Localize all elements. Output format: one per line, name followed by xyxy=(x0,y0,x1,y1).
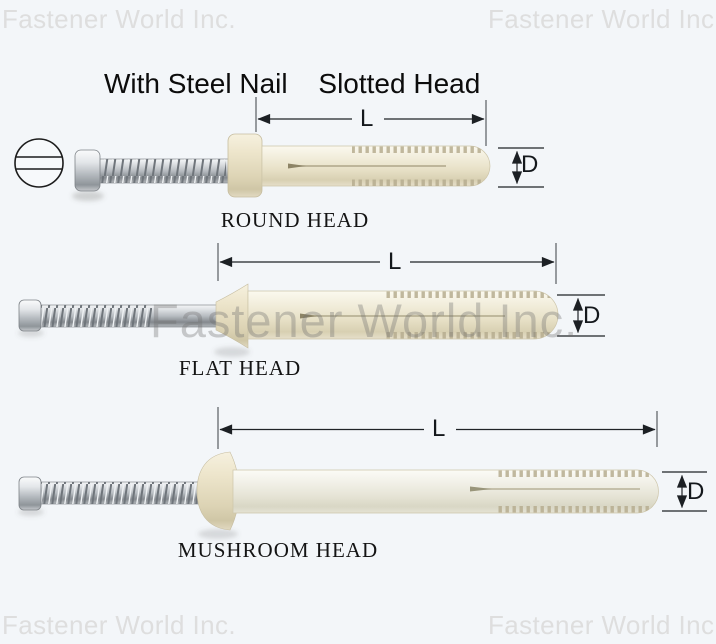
anchor-countersunk-head xyxy=(215,283,249,349)
watermark-top-left: Fastener World Inc. xyxy=(2,4,236,34)
steel-nail-mushroom-head xyxy=(18,476,236,516)
expansion-slot-notch xyxy=(288,163,306,169)
length-label-mushroom-head: L xyxy=(432,415,446,442)
slotted-head-front-view-icon xyxy=(14,138,64,188)
nail-thread xyxy=(41,482,205,504)
steel-nail-flat-head xyxy=(18,299,253,337)
length-label-flat-head: L xyxy=(388,248,402,275)
round-head-fastener-drawing xyxy=(14,97,544,201)
head-outline xyxy=(14,138,64,188)
rib-texture xyxy=(386,291,556,339)
expansion-slot-notch xyxy=(300,313,318,319)
title-slotted-head: Slotted Head xyxy=(318,68,481,99)
expansion-slot-notch xyxy=(470,486,492,492)
nail-head xyxy=(18,476,42,511)
diagram-title: With Steel Nail Slotted Head xyxy=(104,68,480,100)
diameter-label-round-head: D xyxy=(521,151,539,178)
rib-texture xyxy=(497,470,659,513)
plastic-anchor-round-head xyxy=(227,133,491,198)
shadow xyxy=(72,191,104,201)
nail-head xyxy=(74,149,101,192)
mushroom-head-fastener-drawing xyxy=(18,407,707,539)
title-with-steel-nail: With Steel Nail xyxy=(104,68,288,99)
diameter-label-mushroom-head: D xyxy=(687,478,705,505)
plastic-anchor-mushroom-head xyxy=(196,451,659,539)
length-dimension-mushroom-head xyxy=(217,407,658,449)
length-label-round-head: L xyxy=(360,105,374,132)
watermark-top-right: Fastener World Inc. xyxy=(488,4,716,34)
nail-thread xyxy=(41,305,152,327)
part-label-flat-head: FLAT HEAD xyxy=(178,356,302,380)
watermark-center: Fastener World Inc. xyxy=(150,294,579,347)
diameter-label-flat-head: D xyxy=(583,302,601,329)
diameter-dimension-flat-head xyxy=(557,294,605,337)
diameter-dimension-round-head xyxy=(498,147,544,188)
shadow xyxy=(214,347,250,357)
part-label-mushroom-head: MUSHROOM HEAD xyxy=(177,538,379,562)
steel-nail-round-head xyxy=(72,149,233,201)
flat-head-fastener-drawing xyxy=(18,243,605,357)
plastic-anchor-flat-head xyxy=(214,283,559,357)
rib-texture xyxy=(352,146,489,186)
anchor-cap xyxy=(227,133,263,198)
nail-thread xyxy=(100,159,226,183)
diameter-dimension-mushroom-head xyxy=(662,471,707,512)
watermark-bottom-right: Fastener World Inc. xyxy=(488,610,716,640)
watermark-bottom-left: Fastener World Inc. xyxy=(2,610,236,640)
length-dimension-flat-head xyxy=(217,243,557,284)
shadow xyxy=(198,529,238,539)
length-dimension-round-head xyxy=(255,97,487,146)
part-label-round-head: ROUND HEAD xyxy=(220,208,370,232)
nail-head xyxy=(18,299,42,332)
